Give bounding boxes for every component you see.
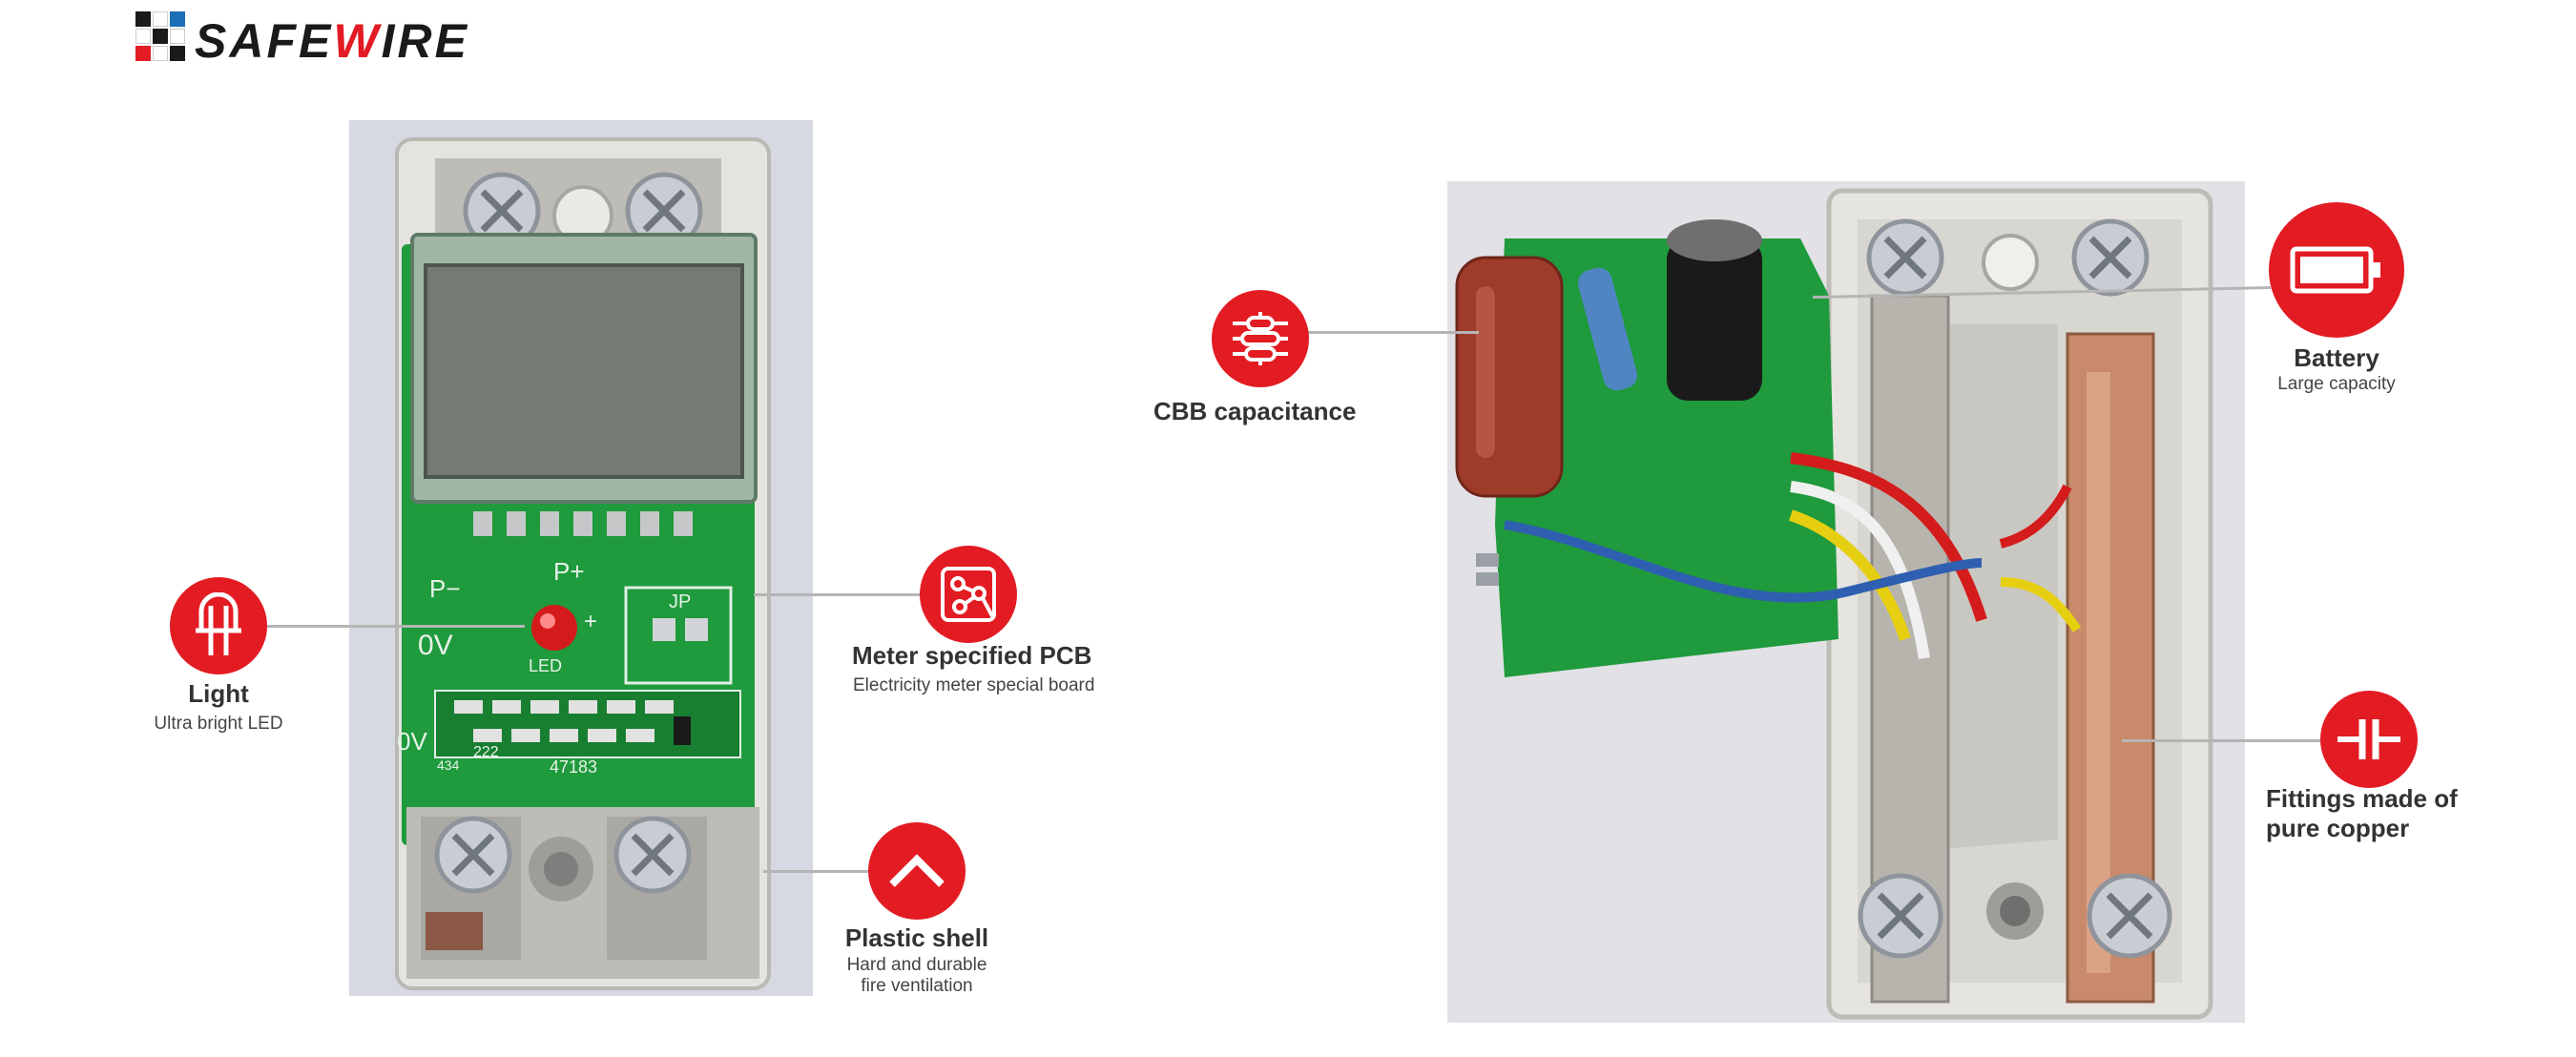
silkscreen-p-plus: P+ bbox=[553, 557, 585, 586]
logo-square-white bbox=[153, 46, 168, 61]
silkscreen-jp: JP bbox=[669, 591, 692, 612]
callout-line-shell bbox=[763, 870, 870, 873]
logo-square-white bbox=[170, 29, 185, 44]
logo-square-red bbox=[135, 46, 151, 61]
silkscreen-0v: 0V bbox=[418, 630, 453, 661]
logo-square-blue bbox=[170, 11, 185, 27]
silkscreen-code-222: 222 bbox=[473, 744, 499, 760]
meter-interior-illustration bbox=[1447, 181, 2245, 1023]
shell-title: Plastic shell bbox=[844, 923, 989, 952]
brand-wordmark: SAFEWIRE bbox=[195, 14, 469, 68]
meter-front-illustration bbox=[349, 120, 813, 996]
logo-square-black bbox=[135, 11, 151, 27]
sliders-icon bbox=[1233, 312, 1288, 365]
capacitor-icon bbox=[2337, 719, 2400, 759]
battery-subtitle: Large capacity bbox=[2277, 374, 2396, 394]
silkscreen-code-434: 434 bbox=[437, 757, 460, 773]
callout-line-light bbox=[267, 625, 525, 628]
copper-title-line2: pure copper bbox=[2266, 814, 2410, 842]
cbb-title: CBB capacitance bbox=[1153, 397, 1357, 425]
brand-logo: SAFEWIRE bbox=[135, 11, 517, 65]
silkscreen-0v-2: 0V bbox=[397, 727, 427, 756]
callout-line-pcb bbox=[754, 593, 922, 596]
light-title: Light bbox=[188, 679, 249, 708]
cbb-callout-badge bbox=[1212, 290, 1309, 387]
shell-callout-badge bbox=[868, 822, 966, 920]
battery-callout-badge bbox=[2269, 202, 2404, 338]
battery-title: Battery bbox=[2294, 343, 2379, 372]
chevron-up-icon bbox=[889, 854, 945, 887]
shell-subtitle-line2: fire ventilation bbox=[861, 976, 973, 996]
silkscreen-led: LED bbox=[529, 656, 563, 675]
pcb-subtitle: Electricity meter special board bbox=[853, 675, 1095, 695]
led-bulb-icon bbox=[196, 592, 241, 655]
silkscreen-p-minus: P− bbox=[429, 574, 461, 603]
callout-line-cbb bbox=[1307, 331, 1479, 334]
light-callout-badge bbox=[170, 577, 267, 674]
copper-title-line1: Fittings made of bbox=[2266, 784, 2458, 813]
product-photo-front: P− P+ 0V + LED JP 0V 222 47183 434 bbox=[349, 120, 813, 996]
light-subtitle: Ultra bright LED bbox=[154, 714, 283, 734]
battery-icon bbox=[2290, 246, 2380, 294]
pcb-title: Meter specified PCB bbox=[852, 641, 1092, 670]
logo-square-black bbox=[153, 29, 168, 44]
callout-line-copper bbox=[2122, 739, 2322, 742]
circuit-nodes-icon bbox=[941, 567, 996, 622]
logo-square-white bbox=[135, 29, 151, 44]
copper-callout-badge bbox=[2320, 691, 2418, 788]
silkscreen-plus: + bbox=[584, 609, 598, 634]
logo-square-black bbox=[170, 46, 185, 61]
shell-subtitle-line1: Hard and durable bbox=[846, 955, 987, 975]
silkscreen-code-47183: 47183 bbox=[550, 757, 598, 777]
logo-square-white bbox=[153, 11, 168, 27]
pcb-callout-badge bbox=[920, 546, 1017, 643]
product-photo-interior bbox=[1447, 181, 2245, 1023]
